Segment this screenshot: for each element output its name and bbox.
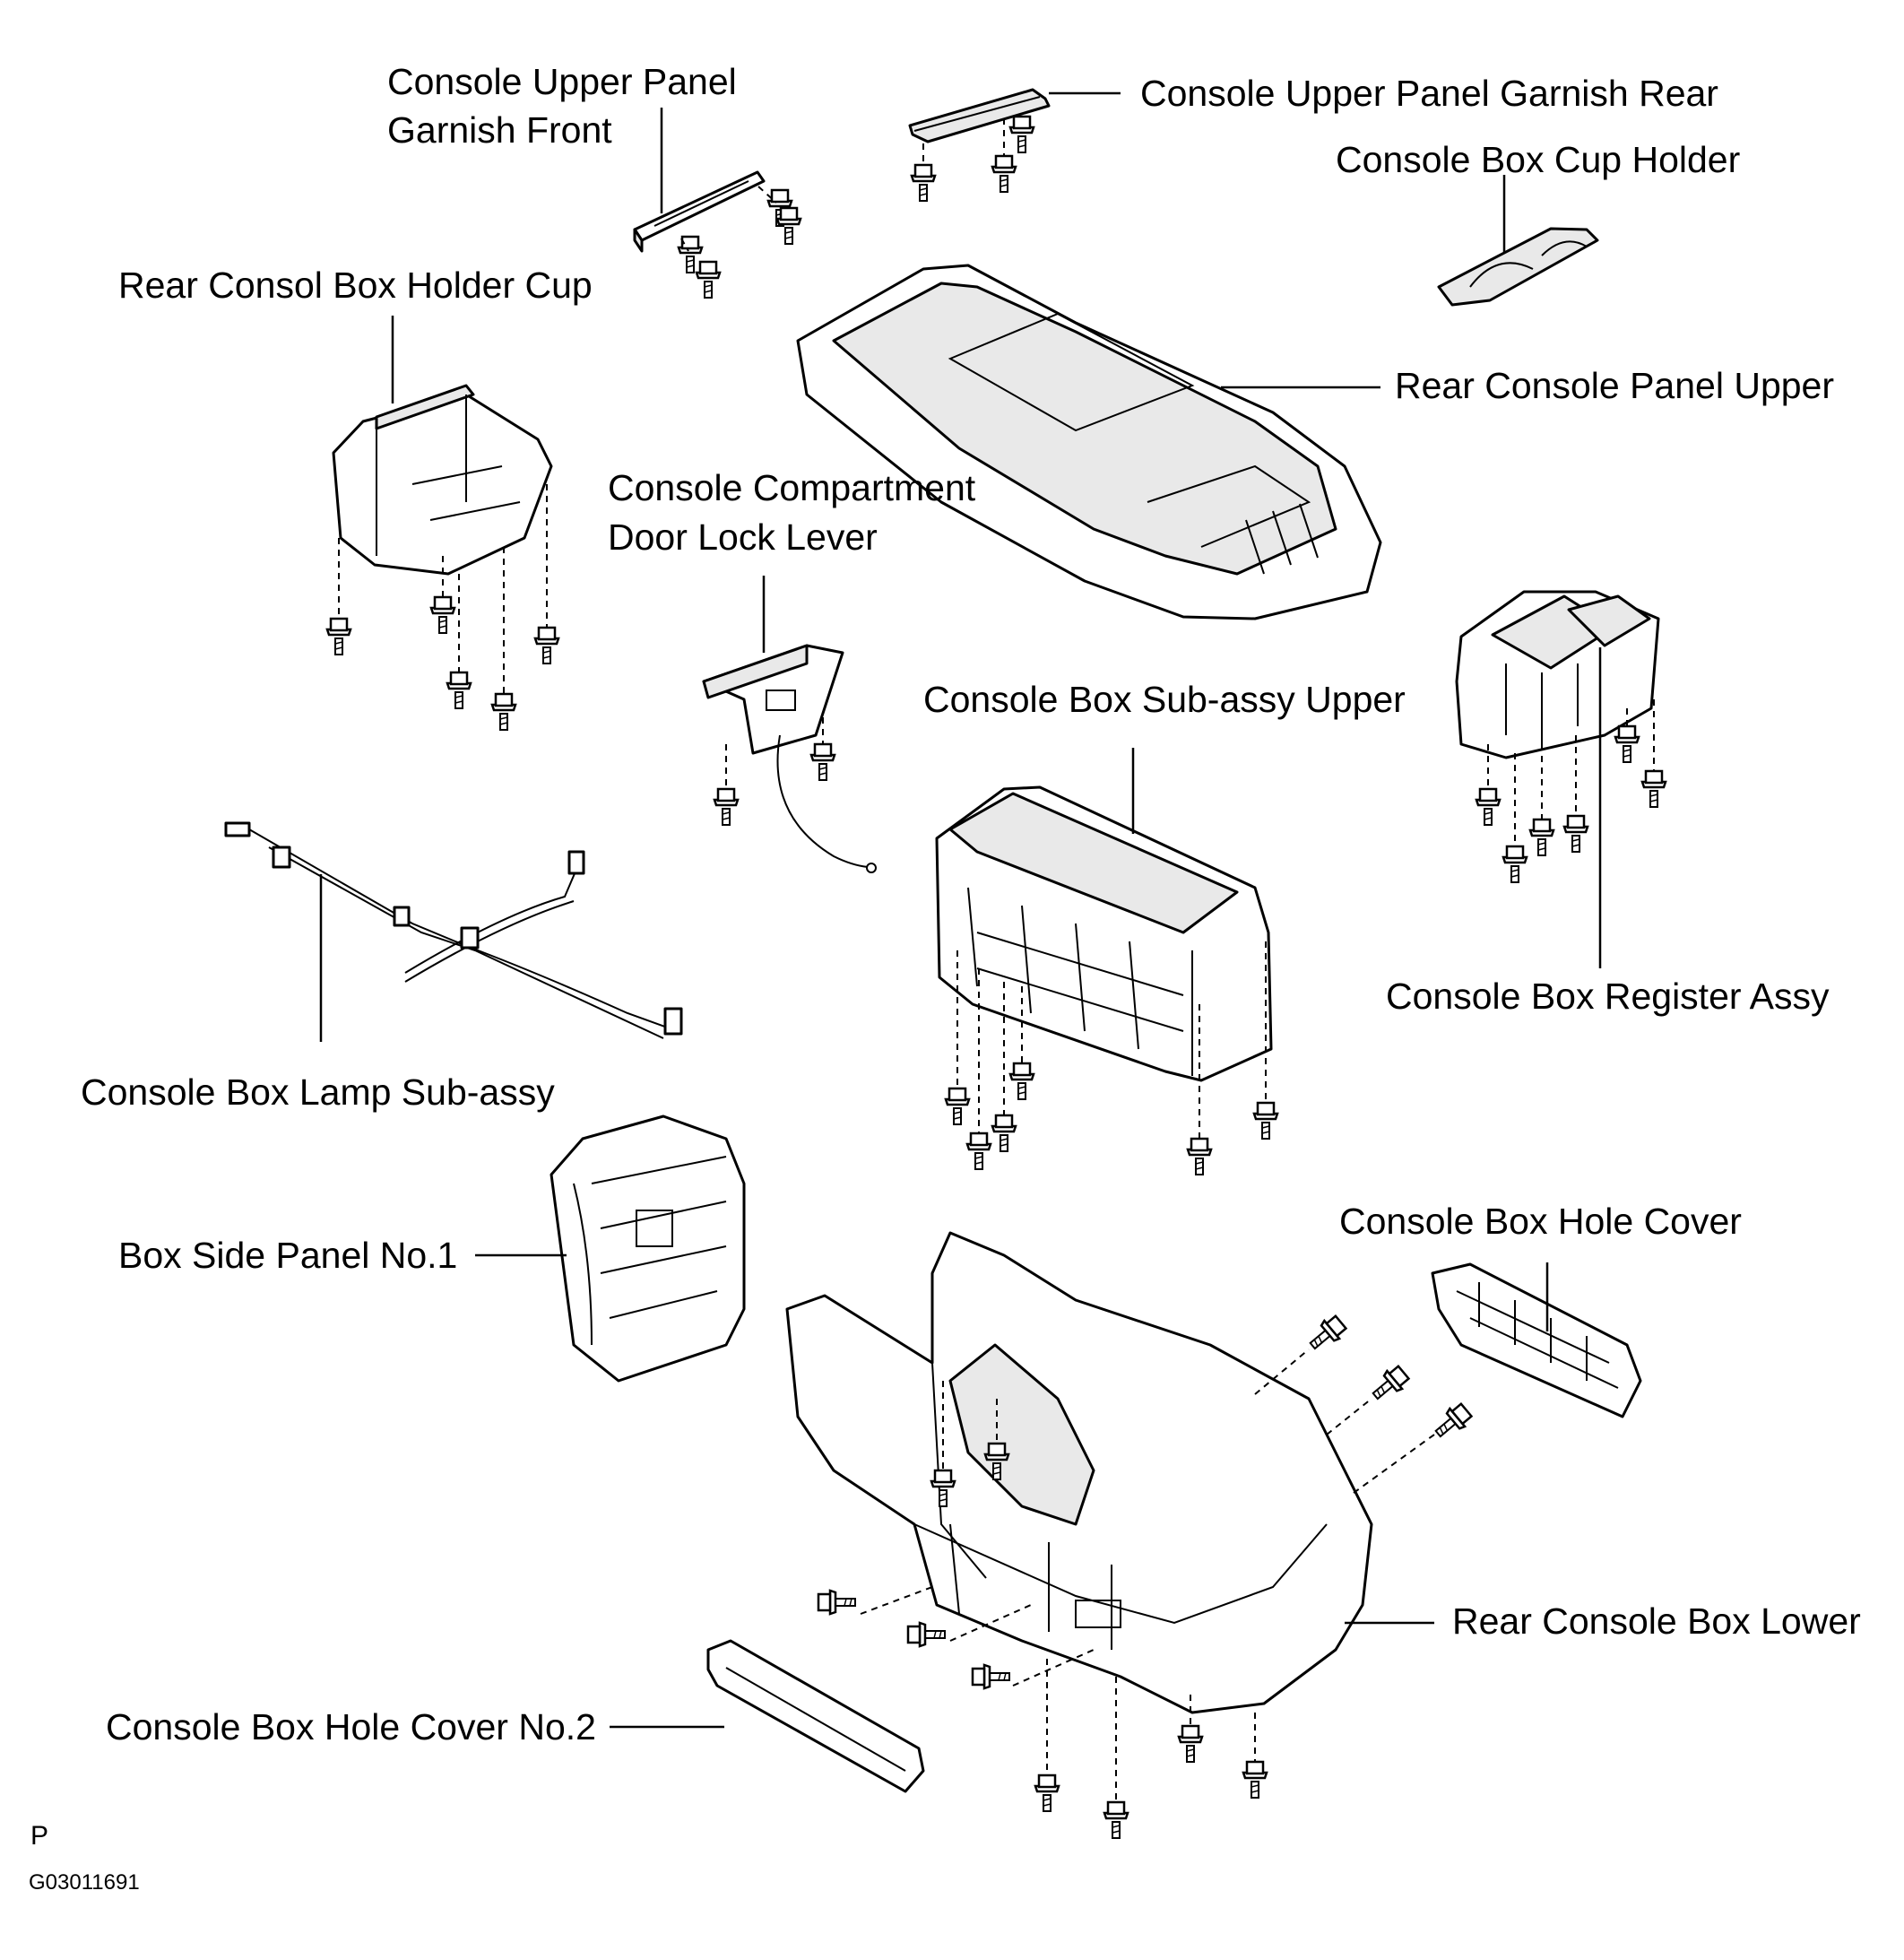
label-panel-upper: Rear Console Panel Upper <box>1395 365 1834 406</box>
hole-cover-no2-part <box>706 1639 925 1793</box>
label-sub-assy-upper: Console Box Sub-assy Upper <box>923 679 1406 720</box>
figure-code: G03011691 <box>29 1870 140 1895</box>
leader-lines <box>319 91 1602 1729</box>
sub-assy-upper-part <box>935 785 1279 1176</box>
door-lock-lever-part <box>702 644 877 873</box>
garnish-front-part <box>633 170 802 299</box>
side-panel-part <box>550 1114 746 1383</box>
label-door-lock-line2: Door Lock Lever <box>608 516 878 558</box>
part-labels: Console Upper Panel Garnish Front Consol… <box>81 61 1861 1748</box>
label-rear-holder-cup: Rear Consol Box Holder Cup <box>118 265 593 306</box>
label-lamp-sub-assy: Console Box Lamp Sub-assy <box>81 1071 555 1113</box>
label-register-assy: Console Box Register Assy <box>1386 976 1830 1017</box>
lamp-sub-assy-part <box>224 821 683 1039</box>
hole-cover-part <box>1431 1262 1642 1418</box>
label-hole-cover-no2: Console Box Hole Cover No.2 <box>106 1706 596 1748</box>
footer-mark: P <box>30 1821 48 1851</box>
label-garnish-rear: Console Upper Panel Garnish Rear <box>1140 73 1718 114</box>
label-door-lock-line1: Console Compartment <box>608 467 976 508</box>
register-assy-part <box>1455 590 1667 884</box>
rear-holder-cup-part <box>325 384 560 732</box>
panel-upper-part <box>796 264 1382 620</box>
label-garnish-front-line1: Console Upper Panel <box>387 61 737 102</box>
label-cup-holder: Console Box Cup Holder <box>1336 139 1740 180</box>
label-side-panel: Box Side Panel No.1 <box>118 1235 457 1276</box>
garnish-rear-part <box>908 88 1051 203</box>
label-hole-cover: Console Box Hole Cover <box>1339 1201 1742 1242</box>
box-lower-part <box>785 1231 1476 1840</box>
label-garnish-front-line2: Garnish Front <box>387 109 612 151</box>
label-box-lower: Rear Console Box Lower <box>1452 1600 1861 1642</box>
cup-holder-part <box>1437 227 1599 307</box>
